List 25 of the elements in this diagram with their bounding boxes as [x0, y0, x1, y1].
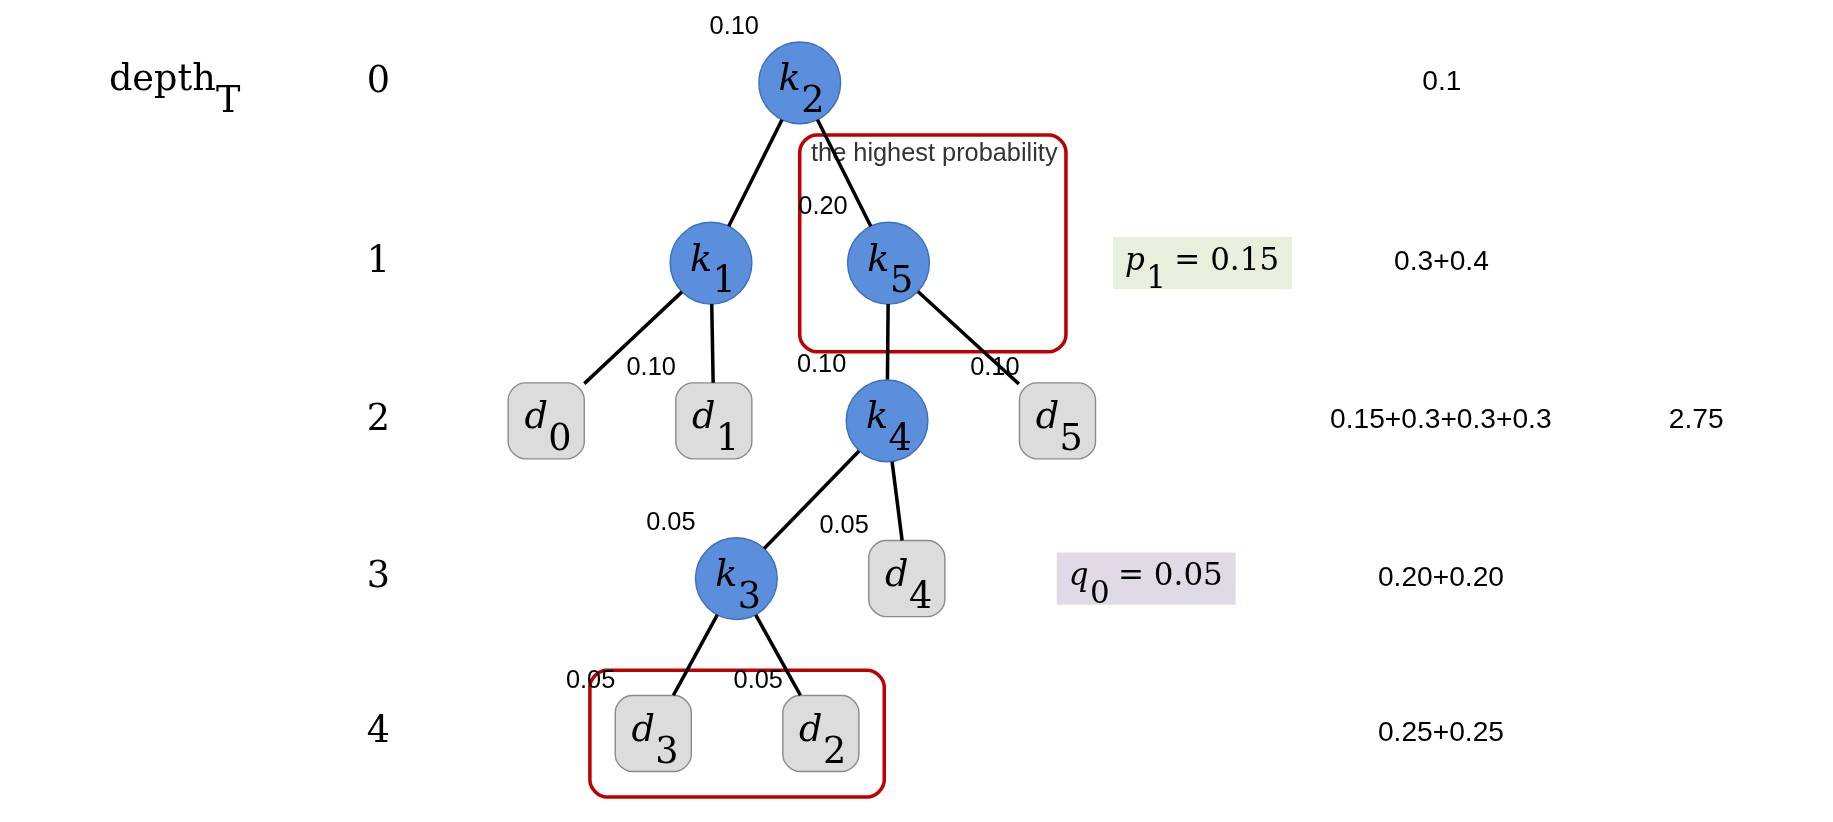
connector — [889, 461, 904, 541]
label: 0.3+0.4 — [1393, 245, 1489, 277]
connector — [709, 303, 715, 383]
connector — [726, 118, 784, 228]
label: 3 — [366, 553, 390, 597]
connector — [885, 304, 890, 380]
node-label: 0.10 — [709, 11, 759, 40]
label: 0.20+0.20 — [1377, 560, 1504, 592]
label: 2.75 — [1668, 402, 1724, 434]
connector — [753, 614, 802, 697]
label: 0.1 — [1421, 64, 1461, 96]
label: 0.25+0.25 — [1377, 715, 1504, 747]
connector — [671, 614, 719, 697]
connector — [582, 290, 683, 385]
connector — [916, 290, 1020, 386]
label: 4 — [366, 708, 390, 752]
node-label: 0.05 — [645, 506, 696, 535]
node-label: 0.10 — [626, 351, 676, 380]
connector — [762, 449, 860, 550]
node-label: 0.05 — [818, 509, 869, 538]
node-label: 0.05 — [733, 664, 783, 693]
label: 2 — [366, 395, 390, 439]
label: 0.15+0.3+0.3+0.3 — [1329, 402, 1552, 434]
label: 0 — [366, 57, 390, 101]
label: 1 — [366, 237, 390, 281]
